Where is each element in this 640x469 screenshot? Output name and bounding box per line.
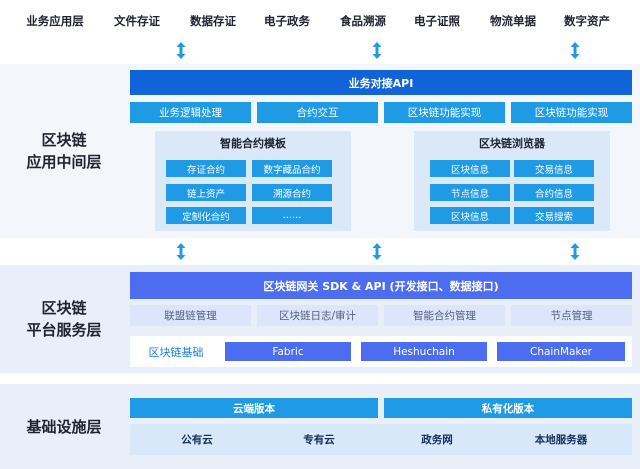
middleware-row-item: 合约交互 [257, 102, 378, 123]
env-local-server: 本地服务器 [534, 433, 588, 446]
middleware-title-line1: 区块链 [41, 131, 87, 149]
platform-layer-title: 区块链 平台服务层 [0, 265, 128, 373]
double-arrow-icon [372, 42, 382, 59]
platform-title-line2: 平台服务层 [26, 321, 102, 339]
top-item-e-government: 电子政务 [264, 14, 310, 28]
browser-chip: 交易信息 [514, 160, 594, 177]
top-item-food-traceability: 食品溯源 [340, 14, 386, 28]
browser-title: 区块链浏览器 [479, 137, 545, 150]
contract-chip: 数字藏品合约 [252, 160, 332, 177]
top-layer-title: 业务应用层 [26, 14, 84, 28]
platform-row-item: 智能合约管理 [384, 305, 505, 326]
edition-private: 私有化版本 [384, 398, 632, 418]
top-item-file-evidence: 文件存证 [114, 14, 160, 28]
contract-chip: 定制化合约 [166, 207, 246, 224]
middleware-row-item: 区块链功能实现 [384, 102, 505, 123]
contract-chip: 存证合约 [166, 160, 246, 177]
double-arrow-icon [176, 243, 186, 260]
middleware-row-item: 区块链功能实现 [511, 102, 632, 123]
platform-row-item: 联盟链管理 [130, 305, 251, 326]
browser-chip: 交易搜索 [514, 207, 594, 224]
middleware-row-item: 业务逻辑处理 [130, 102, 251, 123]
contract-template-title: 智能合约模板 [220, 137, 286, 150]
browser-chip: 区块信息 [430, 160, 510, 177]
top-item-data-evidence: 数据存证 [190, 14, 236, 28]
top-item-logistics-docs: 物流单据 [490, 14, 536, 28]
middleware-title-line2: 应用中间层 [26, 153, 102, 171]
framework-chainmaker: ChainMaker [497, 342, 625, 361]
api-bar: 业务对接API [130, 70, 632, 95]
framework-heshuchain: Heshuchain [361, 342, 487, 361]
contract-chip: 溯源合约 [252, 184, 332, 201]
top-item-e-license: 电子证照 [414, 14, 460, 28]
double-arrow-icon [176, 42, 186, 59]
contract-chip: …… [252, 207, 332, 224]
env-public-cloud: 公有云 [181, 433, 213, 446]
infrastructure-layer-title: 基础设施层 [26, 417, 102, 436]
blockchain-base-label: 区块链基础 [148, 345, 204, 359]
environment-bar [130, 424, 632, 455]
platform-row-item: 节点管理 [511, 305, 632, 326]
double-arrow-icon [570, 243, 580, 260]
double-arrow-icon [570, 42, 580, 59]
env-government-network: 政务网 [421, 433, 453, 446]
env-dedicated-cloud: 专有云 [303, 433, 335, 446]
edition-cloud: 云端版本 [130, 398, 378, 418]
browser-chip: 节点信息 [430, 184, 510, 201]
double-arrow-icon [372, 243, 382, 260]
framework-fabric: Fabric [225, 342, 351, 361]
middleware-layer-title: 区块链 应用中间层 [0, 64, 128, 238]
top-item-digital-assets: 数字资产 [564, 14, 610, 28]
browser-chip: 区块信息 [430, 207, 510, 224]
browser-chip: 合约信息 [514, 184, 594, 201]
gateway-bar: 区块链网关 SDK & API (开发接口、数据接口) [130, 272, 632, 299]
contract-chip: 链上资产 [166, 184, 246, 201]
platform-title-line1: 区块链 [41, 299, 87, 317]
platform-row-item: 区块链日志/审计 [257, 305, 378, 326]
